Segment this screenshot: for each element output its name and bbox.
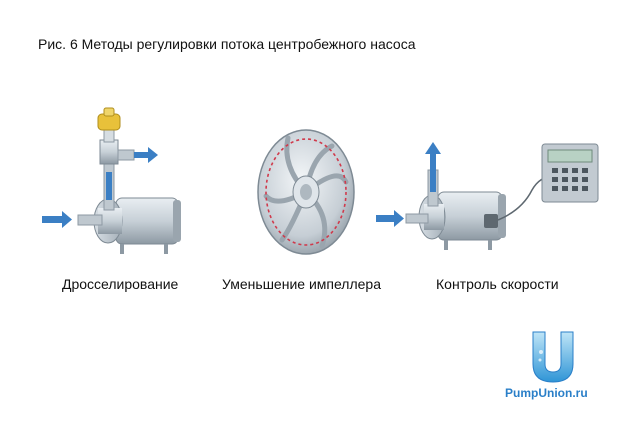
caption-throttling: Дросселирование [62, 276, 179, 292]
brand-name[interactable]: PumpUnion.ru [505, 386, 588, 400]
caption-speed-control: Контроль скорости [436, 276, 559, 292]
pumpunion-logo-icon [532, 331, 574, 383]
figure-title: Рис. 6 Методы регулировки потока центроб… [38, 36, 416, 52]
speed-control-pump-icon [376, 142, 599, 250]
impeller-trim-icon [257, 129, 355, 255]
throttling-pump-icon [42, 107, 181, 254]
caption-impeller-trim: Уменьшение импеллера [222, 276, 381, 292]
